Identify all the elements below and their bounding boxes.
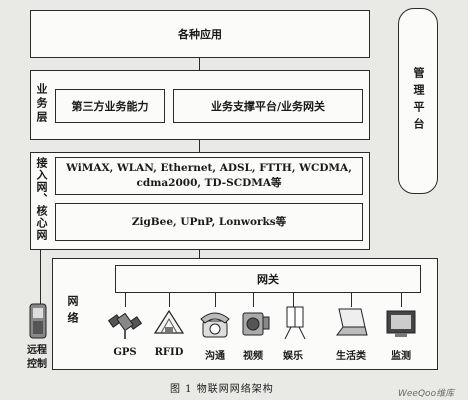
- mobile-phone-icon: [29, 303, 47, 339]
- gateway-drop-3: [215, 293, 217, 307]
- third-party-label: 第三方业务能力: [71, 100, 149, 113]
- entertainment-stand-icon: [284, 306, 306, 340]
- connector-business-access: [199, 140, 201, 152]
- remote-control-line2: 控制: [27, 359, 47, 370]
- short-range-tech-label: ZigBee, UPnP, Lonworks等: [131, 215, 287, 228]
- gateway-drop-1: [125, 293, 127, 307]
- wide-area-tech-line1: WiMAX, WLAN, Ethernet, ADSL, FTTH, WCDMA…: [66, 162, 352, 174]
- third-party-box: 第三方业务能力: [55, 89, 165, 123]
- access-layer-text: 接入网、核心网: [35, 157, 48, 241]
- monitor-icon: [386, 310, 416, 337]
- remote-control-connector: [40, 250, 42, 304]
- remote-control-line1: 远程: [27, 345, 47, 356]
- laptop-icon: [336, 308, 368, 336]
- gateway-box: 网关: [115, 265, 421, 293]
- wide-area-tech-line2: cdma2000, TD-SCDMA等: [136, 177, 282, 189]
- gateway-drop-4: [253, 293, 255, 307]
- gateway-drop-5: [293, 293, 295, 307]
- gateway-drop-7: [401, 293, 403, 307]
- gateway-drop-2: [169, 293, 171, 307]
- device-label-monitoring: 监测: [391, 351, 411, 362]
- wide-area-tech-box: WiMAX, WLAN, Ethernet, ADSL, FTTH, WCDMA…: [55, 157, 363, 195]
- rfid-tag-icon: [153, 309, 185, 334]
- access-core-layer-box: 接入网、核心网 WiMAX, WLAN, Ethernet, ADSL, FTT…: [30, 152, 370, 250]
- figure-caption: 图 1 物联网网络架构: [170, 384, 274, 395]
- business-layer-box: 业务层 第三方业务能力 业务支撑平台/业务网关: [30, 70, 370, 140]
- gateway-label: 网关: [257, 273, 279, 286]
- device-label-daily-life: 生活类: [336, 351, 366, 362]
- applications-label: 各种应用: [178, 28, 222, 41]
- gps-satellite-icon: [107, 312, 143, 339]
- connector-apps-business: [199, 58, 201, 70]
- network-layer-label: 网络: [65, 295, 79, 329]
- management-platform-box: 管理平台: [398, 8, 438, 194]
- access-layer-label: 接入网、核心网: [34, 157, 48, 241]
- applications-box: 各种应用: [30, 10, 370, 58]
- device-label-gps: GPS: [113, 347, 137, 358]
- short-range-tech-box: ZigBee, UPnP, Lonworks等: [55, 203, 363, 241]
- device-label-entertainment: 娱乐: [283, 351, 303, 362]
- video-camera-icon: [242, 312, 270, 336]
- business-layer-text: 业务层: [35, 83, 48, 125]
- management-platform-label: 管理平台: [412, 67, 425, 135]
- remote-control-label: 远程 控制: [22, 344, 52, 372]
- device-label-rfid: RFID: [154, 347, 184, 358]
- telephone-icon: [200, 312, 230, 338]
- device-label-video: 视频: [243, 351, 263, 362]
- gateway-drop-6: [351, 293, 353, 307]
- watermark: WeeQoo维库: [398, 389, 455, 399]
- service-platform-box: 业务支撑平台/业务网关: [173, 89, 363, 123]
- network-layer-text: 网络: [66, 295, 79, 329]
- service-platform-label: 业务支撑平台/业务网关: [210, 100, 326, 113]
- connector-access-network: [199, 250, 201, 258]
- device-label-communication: 沟通: [205, 351, 225, 362]
- business-layer-label: 业务层: [34, 83, 48, 125]
- network-layer-box: 网络 网关: [52, 258, 438, 370]
